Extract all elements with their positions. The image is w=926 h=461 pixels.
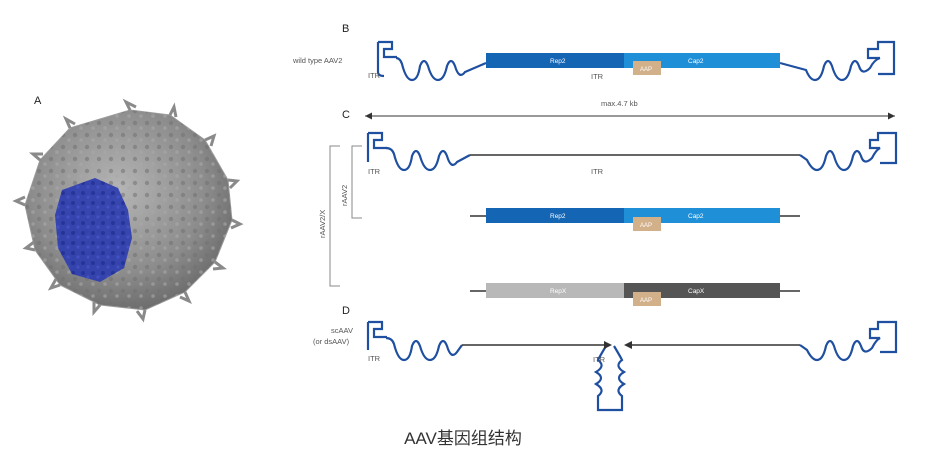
figure-caption: AAV基因组结构 [0,424,926,449]
panel-d-letter: D [342,305,350,317]
wt-itr-mid-label: ITR [591,72,604,81]
helper2-repx-bar [486,283,624,298]
aav-capsid-image [12,98,244,323]
helper1-rep2-bar [486,208,624,223]
helper1-cap2-bar [624,208,780,223]
scaav-strand-arrows [462,341,800,349]
wt-aap-label: AAP [640,67,652,73]
helper1-cap-label: Cap2 [688,213,704,220]
panel-c-letter: C [342,109,350,121]
scaav-label: scAAV [331,326,353,335]
raav2x-bracket [329,145,340,287]
raav2x-label: rAAV2/X [318,210,327,238]
wt-aap-box [633,61,661,75]
raav2-bracket [351,145,362,219]
dsaav-label: (or dsAAV) [313,337,350,346]
helper2-aap-box [633,292,661,306]
wild-type-aav2-label: wild type AAV2 [292,56,342,65]
helper2-aap-label: AAP [640,298,652,304]
panel-b-letter: B [342,23,349,35]
wt-rep2-bar [486,53,624,68]
wt-cap2-bar [624,53,780,68]
wt-itr-left-label: ITR [368,71,381,80]
raav2-itr-mid-label: ITR [591,167,604,176]
caption-text: AAV基因组结构 [404,429,522,448]
wt-cap2-label: Cap2 [688,58,704,65]
wt-rep2-label: Rep2 [550,58,566,65]
helper2-capx-bar [624,283,780,298]
helper2-rep-label: RepX [550,288,567,295]
scaav-itr-mid-label: ITR [593,355,606,364]
helper1-aap-label: AAP [640,223,652,229]
raav2-label: rAAV2 [340,185,349,206]
helper2-cap-label: CapX [688,288,705,295]
raav2-construct [366,131,898,172]
helper1-rep-label: Rep2 [550,213,566,220]
scaav-itr-left-label: ITR [368,354,381,363]
size-arrow [365,112,895,120]
scaav-construct [366,320,898,412]
wild-type-aav2-construct [376,40,896,82]
helper1-aap-box [633,217,661,231]
panel-a-letter: A [34,95,42,107]
max-size-label: max.4.7 kb [601,99,638,108]
raav2-itr-left-label: ITR [368,167,381,176]
